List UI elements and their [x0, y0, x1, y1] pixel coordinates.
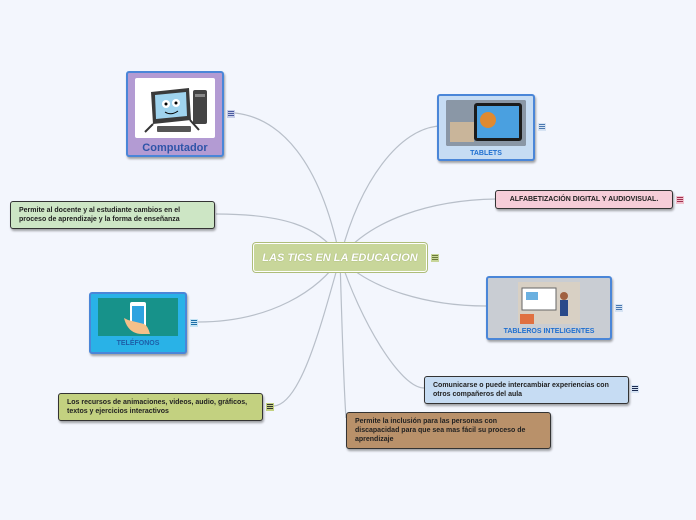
topic-inclusion-label: Permite la inclusión para las personas c… — [355, 418, 526, 443]
topic-inclusion[interactable]: Permite la inclusión para las personas c… — [346, 412, 551, 449]
link-inclusion — [339, 257, 347, 419]
link-computador — [234, 112, 341, 259]
central-topic[interactable]: LAS TICS EN LA EDUCACION — [253, 243, 427, 272]
topic-alfabetizacion-label: ALFABETIZACIÓN DIGITAL Y AUDIOVISUAL. — [509, 196, 659, 203]
smartboard-image — [518, 282, 580, 324]
topic-telefonos[interactable]: TELÉFONOS — [89, 292, 187, 354]
notes-icon[interactable] — [266, 403, 274, 411]
tablet-device-icon — [446, 100, 526, 146]
topic-tablets[interactable]: TABLETS — [437, 94, 535, 161]
topic-tablets-label: TABLETS — [470, 150, 502, 157]
topic-alfabetizacion[interactable]: ALFABETIZACIÓN DIGITAL Y AUDIOVISUAL. — [495, 190, 673, 209]
topic-tableros[interactable]: TABLEROS INTELIGENTES — [486, 276, 612, 340]
topic-cambios-label: Permite al docente y al estudiante cambi… — [19, 207, 181, 223]
topic-tableros-label: TABLEROS INTELIGENTES — [503, 328, 595, 335]
notes-icon[interactable] — [676, 196, 684, 204]
topic-computador-label: Computador — [142, 142, 208, 154]
tablet-image — [446, 100, 526, 146]
topic-computador[interactable]: Computador — [126, 71, 224, 157]
classroom-smartboard-icon — [518, 282, 580, 324]
notes-icon[interactable] — [538, 123, 546, 131]
central-topic-label: LAS TICS EN LA EDUCACION — [262, 251, 418, 264]
computer-image — [135, 78, 215, 138]
notes-icon[interactable] — [190, 319, 198, 327]
link-comunicarse — [339, 257, 425, 389]
phone-in-hand-icon — [98, 298, 178, 336]
phone-image — [98, 298, 178, 336]
link-tablets — [339, 125, 441, 259]
topic-comunicarse[interactable]: Comunicarse o puede intercambiar experie… — [424, 376, 629, 404]
notes-icon[interactable] — [227, 110, 235, 118]
notes-icon[interactable] — [615, 304, 623, 312]
computer-cartoon-icon — [144, 88, 207, 133]
topic-recursos-label: Los recursos de animaciones, videos, aud… — [67, 399, 248, 415]
topic-telefonos-label: TELÉFONOS — [116, 340, 160, 347]
topic-cambios[interactable]: Permite al docente y al estudiante cambi… — [10, 201, 215, 229]
notes-icon[interactable] — [631, 385, 639, 393]
topic-comunicarse-label: Comunicarse o puede intercambiar experie… — [433, 382, 609, 398]
link-recursos — [273, 257, 341, 407]
notes-icon[interactable] — [431, 254, 439, 262]
topic-recursos[interactable]: Los recursos de animaciones, videos, aud… — [58, 393, 263, 421]
